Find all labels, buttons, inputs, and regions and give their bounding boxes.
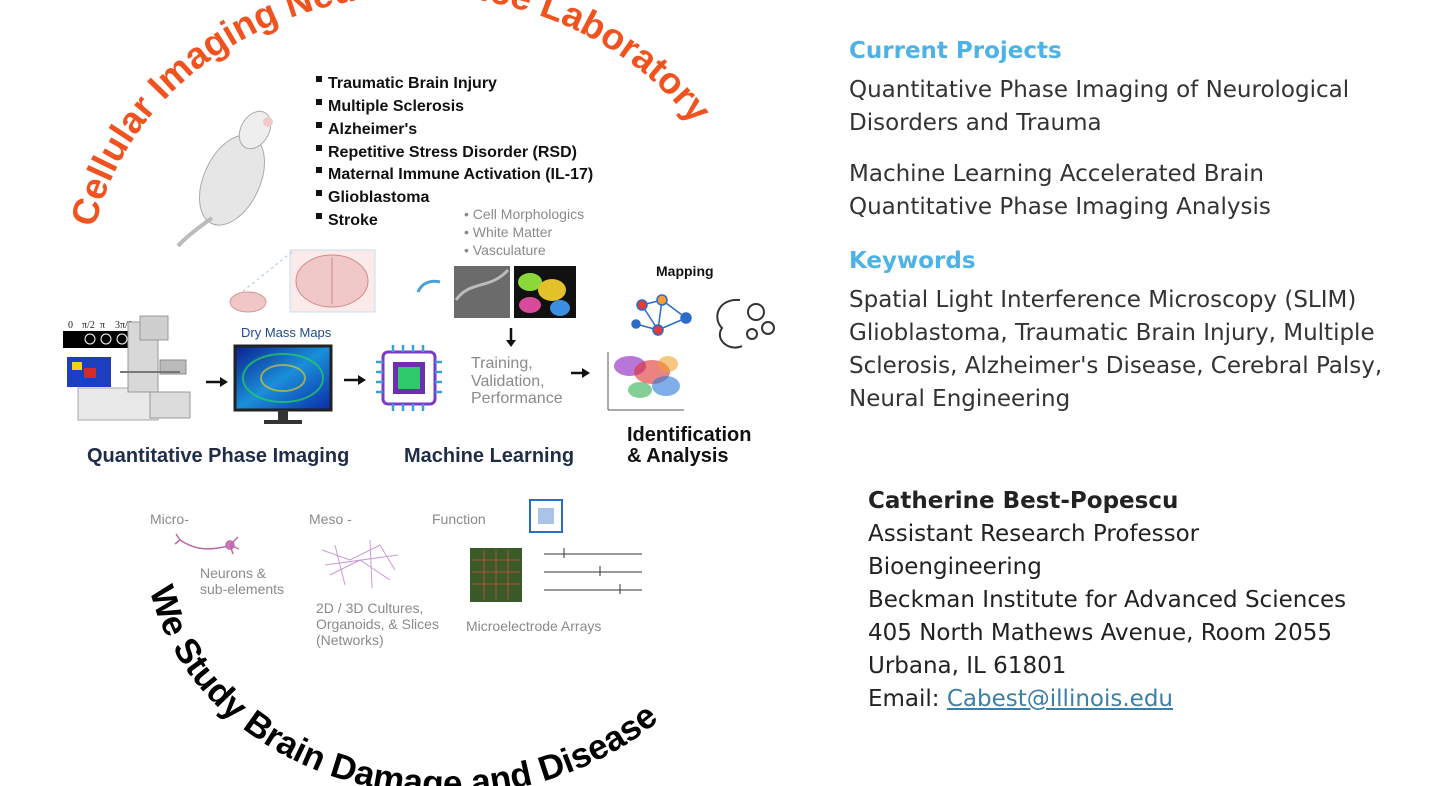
contact-title: Assistant Research Professor [868, 521, 1200, 547]
function-caption: Microelectrode Arrays [466, 618, 601, 634]
disease-item: Glioblastoma [328, 189, 429, 206]
contact-card: Catherine Best-Popescu Assistant Researc… [868, 485, 1408, 716]
micro-caption: Neurons & [200, 565, 267, 581]
disease-item: Multiple Sclerosis [328, 98, 464, 115]
training-line: Training, [471, 355, 533, 372]
meso-label: Meso - [309, 511, 352, 527]
contact-email-row: Email: Cabest@illinois.edu [868, 683, 1408, 716]
micro-label: Micro- [150, 511, 189, 527]
ml-feature: • White Matter [464, 224, 552, 240]
phase-label: π/2 [82, 320, 95, 331]
contact-department: Bioengineering [868, 554, 1042, 580]
ml-chip-icon [376, 345, 442, 411]
disease-item: Alzheimer's [328, 121, 417, 138]
stage-id-label: & Analysis [627, 445, 729, 467]
project-line: Quantitative Phase Imaging Analysis [849, 194, 1271, 220]
stage-ml-label: Machine Learning [404, 445, 574, 467]
micro-caption: sub-elements [200, 581, 284, 597]
contact-name: Catherine Best-Popescu [868, 488, 1179, 514]
disease-item: Maternal Immune Activation (IL-17) [328, 166, 593, 183]
meso-caption: 2D / 3D Cultures, [316, 600, 423, 616]
project-line: Quantitative Phase Imaging of Neurologic… [849, 77, 1350, 103]
ml-feature: • Cell Morphologics [464, 206, 584, 222]
projects-heading: Current Projects [849, 38, 1062, 64]
contact-institute: Beckman Institute for Advanced Sciences [868, 587, 1347, 613]
scale-section: Micro- Neurons & sub-elements Meso - 2D … [150, 511, 601, 648]
keyword-line: Neural Engineering [849, 386, 1071, 412]
phase-label: 0 [68, 320, 73, 331]
ml-image-tiles [416, 266, 576, 318]
phase-label: π [100, 320, 105, 331]
meso-network-illustration [321, 539, 399, 589]
project-item: Machine Learning Accelerated Brain Quant… [849, 158, 1419, 224]
dry-mass-label: Dry Mass Maps [241, 325, 332, 340]
dry-mass-monitor: Dry Mass Maps [233, 325, 333, 424]
disease-item: Traumatic Brain Injury [328, 75, 497, 92]
function-label: Function [432, 511, 486, 527]
keyword-line: Spatial Light Interference Microscopy (S… [849, 287, 1357, 313]
project-line: Disorders and Trauma [849, 110, 1102, 136]
training-line: Validation, [471, 373, 545, 390]
flow-arrows [206, 328, 590, 387]
stage-id-label: Identification [627, 424, 751, 446]
disease-item: Stroke [328, 212, 378, 229]
stage-qpi-label: Quantitative Phase Imaging [87, 445, 349, 467]
keyword-line: Sclerosis, Alzheimer's Disease, Cerebral… [849, 353, 1383, 379]
keywords-heading: Keywords [849, 248, 976, 274]
project-line: Machine Learning Accelerated Brain [849, 161, 1264, 187]
email-link[interactable]: Cabest@illinois.edu [946, 686, 1174, 712]
project-item: Quantitative Phase Imaging of Neurologic… [849, 74, 1419, 140]
email-label: Email: [868, 686, 940, 712]
training-line: Performance [471, 390, 563, 407]
mapping-label: Mapping [656, 263, 714, 279]
disease-list: Traumatic Brain Injury Multiple Sclerosi… [316, 75, 593, 229]
lab-figure: Cellular Imaging Neuroscience Laboratory… [63, 0, 775, 786]
microscope-illustration [77, 315, 191, 421]
function-illustrations [470, 499, 642, 602]
keywords-section: Keywords Spatial Light Interference Micr… [849, 248, 1424, 416]
phase-label: 3π/2 [115, 320, 133, 331]
neuron-illustration [174, 533, 240, 555]
phase-strip: 0 π/2 π 3π/2 [63, 320, 133, 387]
brain-slice-inset [229, 249, 376, 313]
contact-city: Urbana, IL 61801 [868, 653, 1067, 679]
keywords-list: Spatial Light Interference Microscopy (S… [849, 284, 1424, 416]
disease-item: Repetitive Stress Disorder (RSD) [328, 144, 577, 161]
ml-feature: • Vasculature [464, 242, 546, 258]
cluster-scatter [607, 352, 684, 411]
keyword-line: Glioblastoma, Traumatic Brain Injury, Mu… [849, 320, 1375, 346]
mouse-illustration [176, 110, 273, 248]
contact-address: 405 North Mathews Avenue, Room 2055 [868, 620, 1333, 646]
meso-caption: Organoids, & Slices [316, 616, 439, 632]
ml-feature-list: • Cell Morphologics • White Matter • Vas… [464, 206, 584, 258]
brain-gears-icon [716, 298, 775, 349]
network-icon [631, 294, 692, 336]
projects-section: Current Projects Quantitative Phase Imag… [849, 38, 1419, 224]
stage-labels: Quantitative Phase Imaging Machine Learn… [87, 424, 751, 467]
meso-caption: (Networks) [316, 632, 384, 648]
